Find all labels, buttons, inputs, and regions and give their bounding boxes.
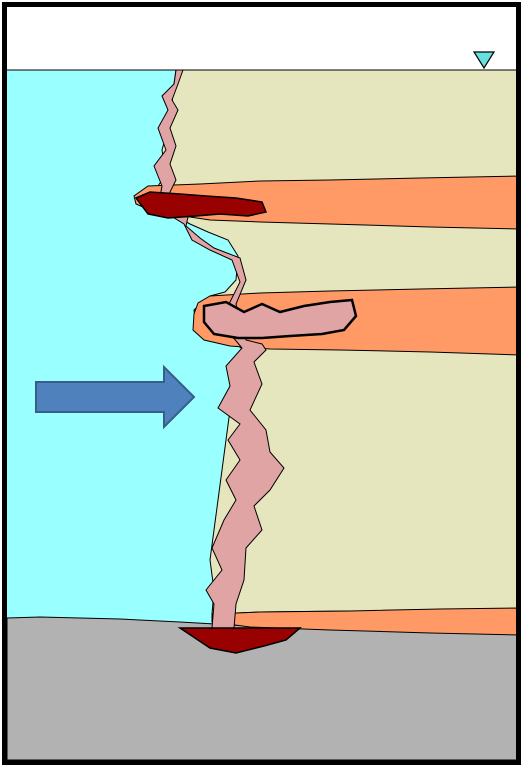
diagram-canvas xyxy=(0,0,521,767)
piping-erosion-diagram xyxy=(0,0,521,767)
